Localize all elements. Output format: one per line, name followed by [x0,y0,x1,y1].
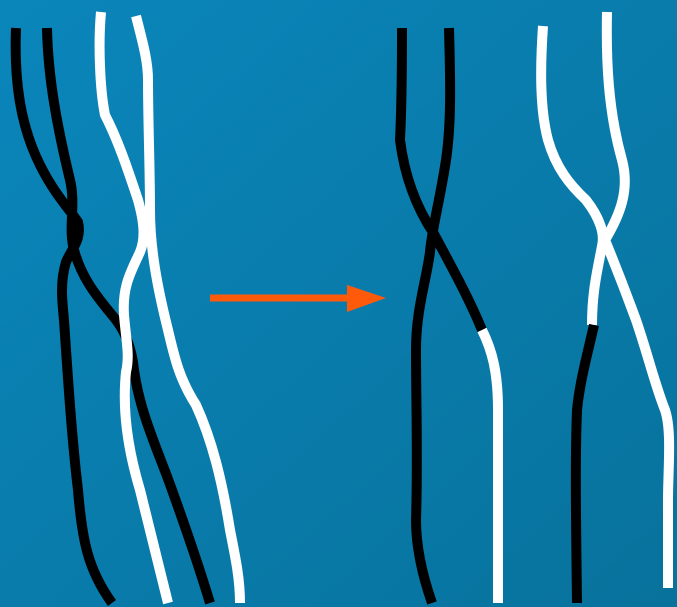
recombination-diagram [0,0,677,607]
diagram-canvas [0,0,677,607]
